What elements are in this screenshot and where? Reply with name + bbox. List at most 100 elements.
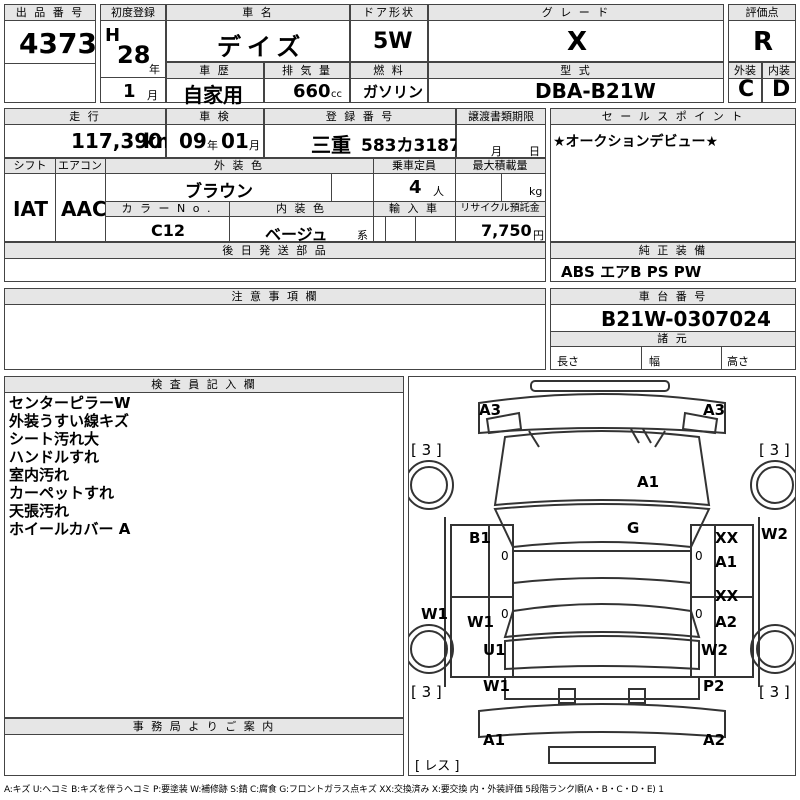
mark-zero: 0 (695, 607, 703, 621)
lot-number: 4373 (19, 27, 97, 60)
inspector-note: ハンドルすれ (9, 448, 100, 466)
score-label: 評価点 (729, 5, 795, 21)
plate-label: 登 録 番 号 (265, 109, 455, 125)
ac-label: エアコン (55, 159, 105, 173)
mark-fender-rl: U1 (483, 641, 506, 659)
int-color-suffix: 系 (357, 229, 368, 242)
displacement-label: 排 気 量 (265, 63, 349, 79)
history: 自家用 (183, 83, 243, 107)
mark-spare: [ レス ] (415, 759, 460, 774)
grade: X (567, 27, 588, 57)
mark-door-fr-2: A1 (715, 553, 738, 571)
car-name-box: 車 名 デイズ (166, 4, 350, 62)
inspection-year-unit: 年 (207, 139, 218, 152)
plate-box: 登 録 番 号 三重 583カ3187 (264, 108, 461, 158)
mark-zero: 0 (501, 549, 509, 563)
width-label: 幅 (649, 355, 660, 368)
inspector-note: カーペットすれ (9, 484, 115, 502)
car-name: デイズ (217, 33, 307, 61)
year-unit: 年 (149, 63, 160, 76)
transfer-label: 譲渡書類期限 (457, 109, 545, 125)
int-grade-box: 内装 D (762, 62, 796, 103)
inspector-note: 天張汚れ (9, 502, 70, 520)
score-box: 評価点 R (728, 4, 796, 62)
notes-box: 注 意 事 項 欄 (4, 288, 546, 370)
mark-zero: 0 (695, 549, 703, 563)
mark-roof: G (627, 519, 640, 537)
score: R (753, 27, 774, 57)
transfer-month-unit: 月 (491, 145, 502, 158)
lot-box: 出 品 番 号 4373 (4, 4, 97, 103)
history-label: 車 歴 (167, 63, 263, 79)
mark-bumper-rr: P2 (703, 677, 725, 695)
month-unit: 月 (147, 89, 158, 102)
inspector-note: シート汚れ大 (9, 430, 100, 448)
mark-bumper-rl: W1 (483, 677, 510, 695)
height-label: 高さ (727, 355, 749, 368)
ext-grade-box: 外装 C (728, 62, 762, 103)
interior-label: 内装 (763, 63, 795, 79)
lot-label: 出 品 番 号 (5, 5, 95, 21)
model-code: DBA-B21W (535, 79, 656, 103)
interior-grade: D (772, 77, 791, 102)
inspector-note: 室内汚れ (9, 466, 70, 484)
grade-label: グ レ ー ド (429, 5, 723, 21)
max-load-unit: kg (529, 185, 543, 198)
inspector-note: 外装うすい線キズ (9, 412, 130, 430)
max-load-label: 最大積載量 (455, 159, 545, 173)
grade-box: グ レ ー ド X (428, 4, 724, 62)
displacement-box: 排 気 量 660 cc (264, 62, 350, 103)
model-label: 型 式 (429, 63, 723, 79)
plate-prefecture: 三重 (311, 133, 351, 157)
fuel-box: 燃 料 ガソリン (350, 62, 428, 103)
inspection-month-unit: 月 (249, 139, 260, 152)
mark-tire-rl: [ 3 ] (411, 683, 442, 701)
inspection-year: 09 (179, 129, 207, 153)
reg-year: 28 (117, 41, 151, 69)
fuel-label: 燃 料 (351, 63, 427, 79)
mark-rear-l: A1 (483, 731, 506, 749)
door-box: ドア形状 5W (350, 4, 428, 62)
recycle-label: リサイクル預託金 (455, 202, 545, 216)
mileage-label: 走 行 (5, 109, 165, 125)
mark-a3-right: A3 (703, 401, 726, 419)
mark-door-rr-1: XX (715, 587, 739, 605)
recycle-unit: 円 (533, 229, 544, 242)
mark-door-rl: W1 (467, 613, 494, 631)
ext-color: ブラウン (185, 182, 253, 202)
equipment-box: 純 正 装 備 ABS エアB PS PW (550, 242, 796, 282)
sales-point-box: セ ー ル ス ポ イ ン ト ★オークションデビュー★ (550, 108, 796, 242)
model-box: 型 式 DBA-B21W (428, 62, 724, 103)
color-no: C12 (151, 221, 186, 240)
mileage: 117,390 (71, 129, 163, 153)
sales-point: ★オークションデビュー★ (553, 134, 719, 150)
mark-rear-r: A2 (703, 731, 726, 749)
inspector-note: ホイールカバー A (9, 520, 131, 538)
capacity: 4 (409, 177, 422, 198)
door-label: ドア形状 (351, 5, 427, 21)
mark-pillar-l: W1 (421, 605, 448, 623)
import-label: 輸 入 車 (373, 202, 455, 216)
transfer-day-unit: 日 (529, 145, 540, 158)
transfer-box: 譲渡書類期限 月 日 (456, 108, 546, 158)
recycle-fee: 7,750 (481, 221, 532, 240)
ext-color-label: 外 装 色 (105, 159, 373, 173)
legend: A:キズ U:ヘコミ B:キズを伴うヘコミ P:要塗装 W:補修跡 S:錆 C:… (4, 785, 664, 795)
mark-hood: A1 (637, 473, 660, 491)
displacement: 660 (293, 81, 331, 102)
capacity-unit: 人 (433, 185, 444, 198)
damage-diagram: A3 A3 [ 3 ] [ 3 ] A1 G B1 XX W2 A1 XX A2… (408, 376, 796, 776)
mark-door-rr-2: A2 (715, 613, 738, 631)
chassis-label: 車 台 番 号 (551, 289, 795, 305)
mileage-box: 走 行 117,390 km (4, 108, 177, 158)
displacement-unit: cc (331, 89, 342, 100)
notes-label: 注 意 事 項 欄 (5, 289, 545, 305)
equipment-label: 純 正 装 備 (551, 243, 795, 259)
length-label: 長さ (557, 355, 579, 368)
history-box: 車 歴 自家用 (166, 62, 264, 107)
inspection-label: 車 検 (167, 109, 263, 125)
era: H (105, 25, 121, 46)
ac: AAC (61, 197, 107, 221)
mark-tire-fl: [ 3 ] (411, 441, 442, 459)
mark-zero: 0 (501, 607, 509, 621)
